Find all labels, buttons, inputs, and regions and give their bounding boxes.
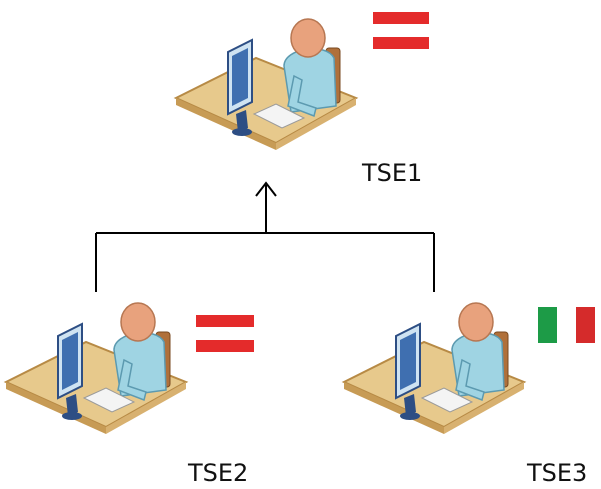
workstation-tse2 <box>5 302 187 435</box>
node-label-tse2: TSE2 <box>187 459 248 487</box>
workstation-tse3 <box>343 302 525 435</box>
austria-flag-icon <box>373 12 429 49</box>
node-label-tse3: TSE3 <box>526 459 587 487</box>
workstation-icon <box>175 18 357 151</box>
workstation-icon <box>5 302 187 435</box>
node-label-tse1: TSE1 <box>361 159 422 187</box>
arrowhead-up-icon <box>255 181 277 197</box>
workstation-icon <box>343 302 525 435</box>
connector <box>95 185 435 292</box>
workstation-tse1 <box>175 18 357 151</box>
italy-flag-icon <box>538 307 595 343</box>
austria-flag-icon <box>196 315 254 352</box>
